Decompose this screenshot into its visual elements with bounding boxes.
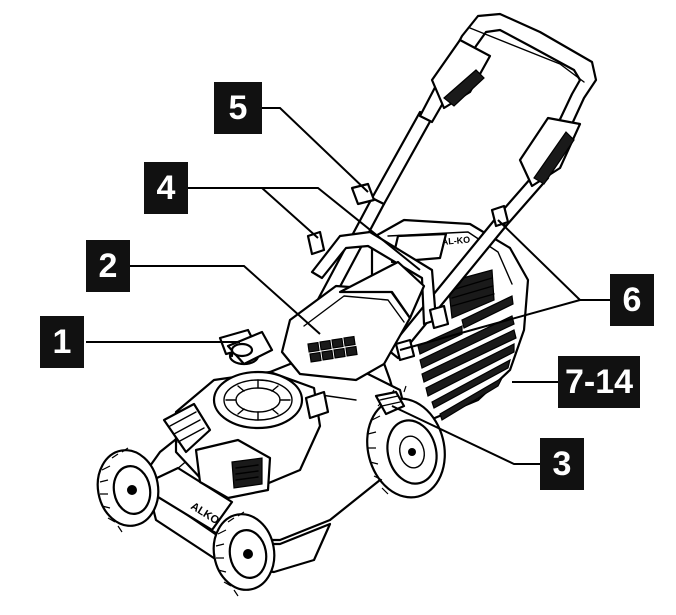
lawn-mower-illustration: AL-KO ALKO [96, 12, 598, 597]
rear-wheel [366, 385, 446, 499]
leader-4a [188, 187, 319, 239]
callout-7-14: 7-14 [558, 356, 640, 408]
svg-text:4: 4 [157, 169, 176, 207]
fuel-tank [226, 330, 274, 366]
svg-text:3: 3 [553, 445, 572, 483]
svg-text:2: 2 [99, 247, 118, 285]
front-wheel-left [96, 447, 160, 533]
leader-6b [399, 299, 581, 351]
control-panel [280, 260, 426, 382]
front-wheel-right [212, 511, 276, 597]
engine [162, 328, 330, 500]
callout-2: 2 [86, 240, 130, 292]
leader-lines [86, 107, 610, 465]
svg-text:6: 6 [623, 281, 642, 319]
catcher-vents [417, 295, 517, 421]
leader-4b [262, 187, 421, 271]
callout-3: 3 [540, 438, 584, 490]
callout-6: 6 [610, 274, 654, 326]
catcher-logo: AL-KO [441, 235, 470, 247]
leader-3 [391, 405, 540, 465]
callout-5: 5 [214, 82, 262, 134]
svg-text:1: 1 [53, 323, 72, 361]
leader-5 [262, 107, 369, 193]
callout-4: 4 [144, 162, 188, 214]
svg-text:7-14: 7-14 [565, 363, 633, 401]
control-panel-buttons [307, 335, 358, 363]
leader-2 [130, 265, 321, 335]
svg-text:5: 5 [229, 89, 248, 127]
callout-1: 1 [40, 316, 84, 368]
